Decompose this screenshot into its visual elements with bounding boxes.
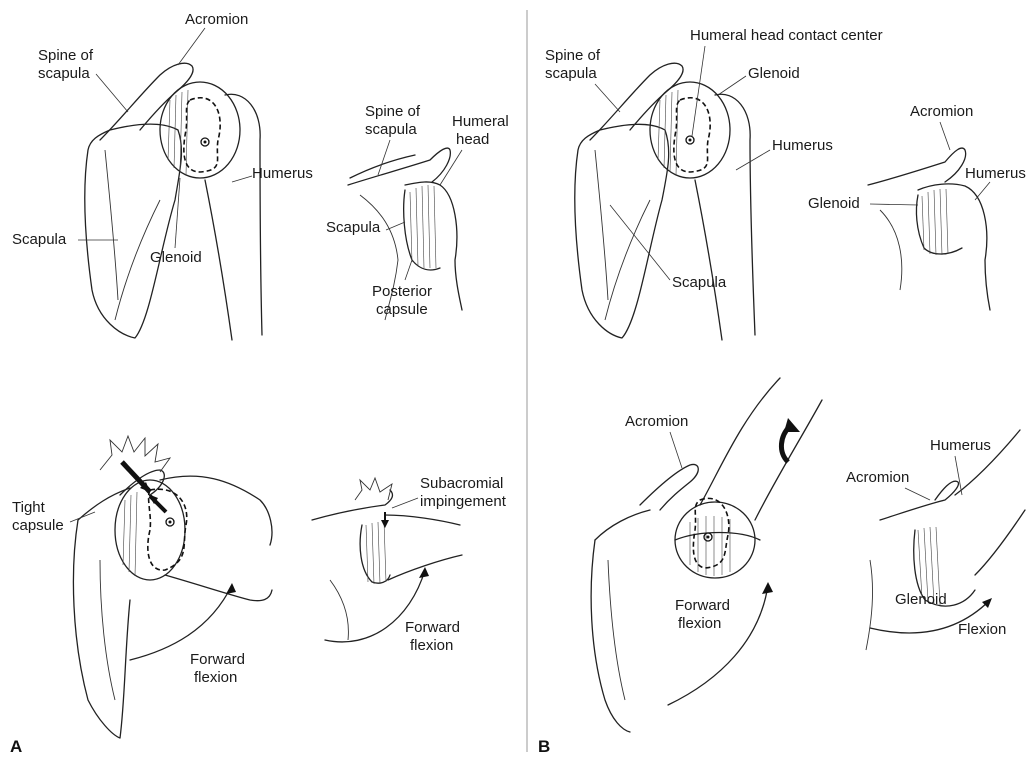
label-humerus: Humerus — [930, 437, 991, 454]
label-forward-flexion-2: flexion — [194, 669, 237, 686]
label-acromion: Acromion — [910, 103, 973, 120]
a-bottom-left-labels: Tight capsule Forward flexion — [12, 499, 245, 686]
label-scapula: Scapula — [672, 274, 727, 291]
label-spine-2: scapula — [545, 65, 597, 82]
label-subacromial-1: Subacromial — [420, 475, 503, 492]
label-spine-1: Spine of — [365, 103, 421, 120]
label-contact-center: Humeral head contact center — [690, 27, 883, 44]
label-tight-capsule-2: capsule — [12, 517, 64, 534]
label-humeral-head-2: head — [456, 131, 489, 148]
label-humerus: Humerus — [252, 165, 313, 182]
a-top-right-labels: Spine of scapula Humeral head Scapula Po… — [326, 103, 509, 318]
label-acromion: Acromion — [625, 413, 688, 430]
label-forward-flexion-1: Forward — [675, 597, 730, 614]
label-spine-2: scapula — [365, 121, 417, 138]
label-flexion: Flexion — [958, 621, 1006, 638]
panel-label-b: B — [538, 737, 550, 756]
a-top-left-drawing — [85, 63, 262, 340]
label-spine-1: Spine of — [545, 47, 601, 64]
label-glenoid: Glenoid — [895, 591, 947, 608]
label-forward-flexion-2: flexion — [410, 637, 453, 654]
label-tight-capsule-1: Tight — [12, 499, 46, 516]
label-acromion: Acromion — [846, 469, 909, 486]
label-forward-flexion-1: Forward — [190, 651, 245, 668]
label-glenoid: Glenoid — [150, 249, 202, 266]
a-top-left-labels: Acromion Spine of scapula Humerus Scapul… — [12, 11, 313, 266]
label-forward-flexion-1: Forward — [405, 619, 460, 636]
label-posterior-capsule-2: capsule — [376, 301, 428, 318]
b-top-right-labels: Acromion Humerus Glenoid — [808, 103, 1026, 212]
label-scapula: Scapula — [326, 219, 381, 236]
label-humerus: Humerus — [965, 165, 1026, 182]
b-bottom-right-drawing — [866, 430, 1025, 650]
panel-label-a: A — [10, 737, 22, 756]
label-humerus: Humerus — [772, 137, 833, 154]
b-bottom-left-drawing — [591, 378, 822, 732]
label-glenoid: Glenoid — [808, 195, 860, 212]
a-bottom-left-drawing — [73, 436, 272, 738]
label-forward-flexion-2: flexion — [678, 615, 721, 632]
label-humeral-head-1: Humeral — [452, 113, 509, 130]
a-bottom-right-labels: Subacromial impingement Forward flexion — [392, 475, 507, 654]
label-posterior-capsule-1: Posterior — [372, 283, 432, 300]
label-scapula: Scapula — [12, 231, 67, 248]
label-subacromial-2: impingement — [420, 493, 507, 510]
label-acromion: Acromion — [185, 11, 248, 28]
label-spine-2: scapula — [38, 65, 90, 82]
label-spine-1: Spine of — [38, 47, 94, 64]
label-glenoid: Glenoid — [748, 65, 800, 82]
b-top-left-drawing — [575, 63, 755, 340]
